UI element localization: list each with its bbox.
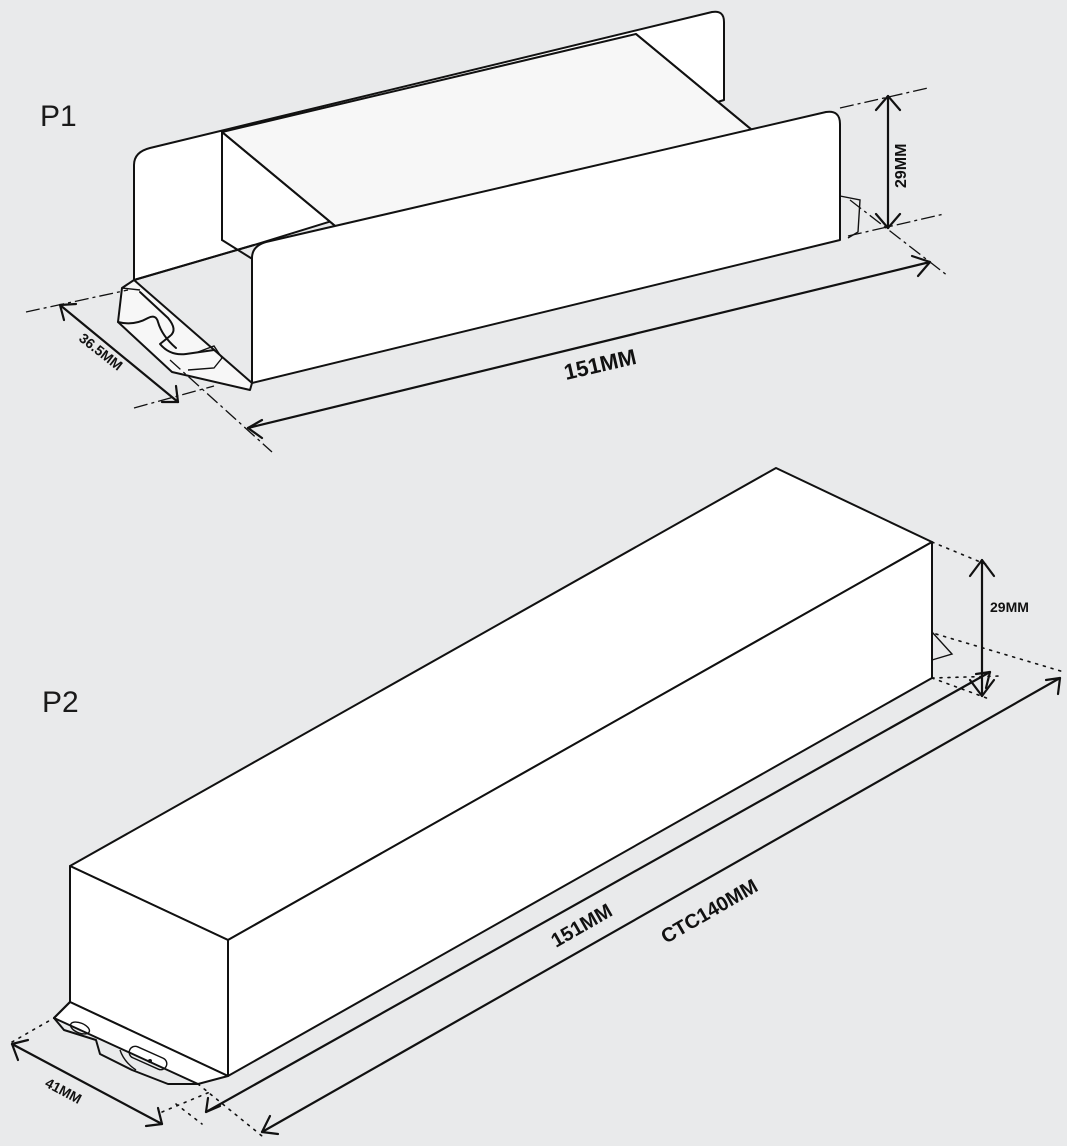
- p2-centers-dimension-arrow: [260, 676, 1062, 1136]
- p1-height-label: 29MM: [893, 144, 910, 188]
- p2-right-tab: [931, 631, 954, 661]
- p2-slot-right: [128, 1045, 168, 1071]
- p2-centers-label: CTC140MM: [658, 875, 762, 948]
- p1-right-tab: [839, 195, 861, 239]
- p1-width-dimension-arrow: [58, 302, 180, 404]
- p2-height-dimension-arrow: [968, 558, 996, 698]
- p2-width-dimension-arrow: [10, 1038, 164, 1128]
- p2-length-label: 151MM: [548, 900, 617, 952]
- p1-height-dimension-arrow: [874, 94, 902, 230]
- p2-drawing: 41MM 151MM CTC140MM 29MM: [10, 467, 1065, 1137]
- p1-length-dimension-arrow: [246, 254, 932, 440]
- p2-height-label: 29MM: [990, 599, 1029, 615]
- view-label-p2: P2: [42, 686, 79, 719]
- p1-front-wall: [251, 110, 841, 384]
- p1-mounting-slot: [139, 291, 215, 356]
- p1-length-label: 151MM: [562, 344, 639, 385]
- p2-length-dimension-arrow: [204, 670, 992, 1114]
- view-label-p1: P1: [40, 100, 77, 133]
- p2-slot-left: [69, 1021, 91, 1035]
- p2-mounting-flange: [53, 1001, 199, 1085]
- p1-drawing: 36.5MM 151MM 29MM: [25, 10, 949, 453]
